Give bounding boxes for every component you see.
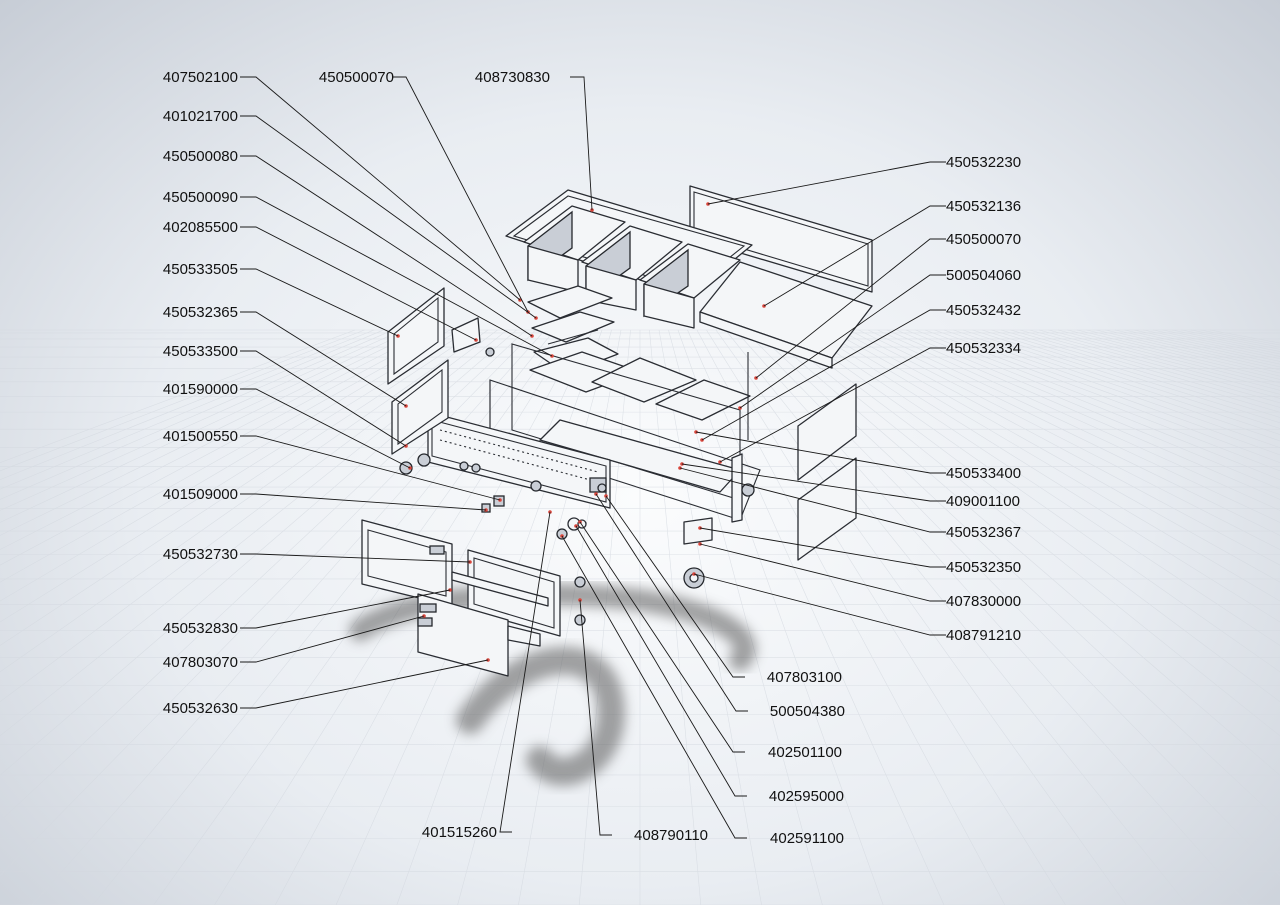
callout-label-right-5: 450532334 — [946, 340, 1021, 357]
callout-label-bottom-5: 408790110 — [634, 827, 708, 844]
leader-left-8 — [240, 388, 411, 469]
leader-right-11 — [693, 573, 946, 636]
leader-right-10 — [699, 543, 946, 602]
heater-plate-1 — [527, 285, 613, 319]
leader-left-14 — [240, 659, 489, 709]
leader-bottom-0 — [605, 495, 745, 678]
leader-top-1 — [570, 76, 593, 211]
leader-right-2 — [755, 238, 946, 379]
leader-left-12 — [240, 589, 451, 629]
leader-left-0 — [240, 76, 521, 301]
leader-bottom-3 — [575, 525, 747, 797]
callout-label-left-13: 407803070 — [163, 654, 238, 671]
tray-mid — [591, 357, 697, 403]
leader-left-10 — [240, 493, 487, 511]
callout-label-right-6: 450533400 — [946, 465, 1021, 482]
side-skirt — [699, 311, 833, 369]
door-lower — [417, 593, 509, 677]
leader-bottom-6 — [499, 511, 551, 833]
leader-bottom-5 — [579, 599, 612, 836]
leader-left-4 — [240, 226, 477, 341]
leader-right-8 — [679, 467, 946, 533]
callout-label-right-8: 450532367 — [946, 524, 1021, 541]
leader-bottom-4 — [561, 535, 747, 839]
callout-label-right-0: 450532230 — [946, 154, 1021, 171]
left-side-panel-top — [387, 287, 445, 385]
floor-grid — [0, 329, 1280, 905]
callout-label-right-11: 408791210 — [946, 627, 1021, 644]
heater-plate-2 — [531, 311, 615, 343]
callout-label-left-0: 407502100 — [163, 69, 238, 86]
callout-label-right-7: 409001100 — [946, 493, 1020, 510]
leader-left-9 — [240, 435, 501, 501]
callout-labels: 407502100 401021700 450500080 450500090 4020… — [163, 69, 1021, 847]
callout-label-top-0: 450500070 — [319, 69, 394, 86]
callout-label-bottom-1: 500504380 — [770, 703, 845, 720]
tray-right — [655, 379, 751, 421]
leader-left-7 — [240, 350, 407, 447]
leader-right-3 — [739, 274, 946, 409]
leader-right-7 — [681, 463, 946, 502]
right-side-panel-bottom — [797, 457, 857, 561]
leader-left-3 — [240, 196, 553, 357]
callout-label-left-5: 450533505 — [163, 261, 238, 278]
callout-label-left-2: 450500080 — [163, 148, 238, 165]
back-panel — [689, 185, 873, 293]
leader-right-1 — [763, 205, 946, 307]
right-side-panel-top — [797, 383, 857, 481]
leader-left-2 — [240, 155, 533, 337]
callout-label-right-9: 450532350 — [946, 559, 1021, 576]
leader-top-0 — [392, 76, 529, 313]
callout-label-left-9: 401500550 — [163, 428, 238, 445]
callout-label-bottom-4: 402591100 — [770, 830, 844, 847]
callout-label-bottom-2: 402501100 — [768, 744, 842, 761]
callout-label-left-11: 450532730 — [163, 546, 238, 563]
leader-right-9 — [699, 527, 946, 568]
callout-label-top-1: 408730830 — [475, 69, 550, 86]
leader-left-6 — [240, 311, 407, 407]
leader-right-6 — [695, 431, 946, 474]
right-leg — [731, 453, 743, 523]
leader-left-5 — [240, 268, 399, 337]
callout-label-right-2: 450500070 — [946, 231, 1021, 248]
callout-label-right-4: 450532432 — [946, 302, 1021, 319]
foot-block — [683, 517, 713, 545]
leader-left-1 — [240, 115, 537, 319]
leader-right-5 — [719, 347, 946, 463]
callout-label-bottom-0: 407803100 — [767, 669, 842, 686]
callout-label-right-3: 500504060 — [946, 267, 1021, 284]
callout-label-left-10: 401509000 — [163, 486, 238, 503]
leader-right-0 — [707, 161, 946, 205]
callout-label-left-14: 450532630 — [163, 700, 238, 717]
callout-label-left-4: 402085500 — [163, 219, 238, 236]
callout-label-right-1: 450532136 — [946, 198, 1021, 215]
assembly-drawing — [361, 185, 873, 677]
callout-label-left-8: 401590000 — [163, 381, 238, 398]
door-upper — [361, 519, 453, 607]
front-panel — [427, 411, 611, 509]
callout-label-left-7: 450533500 — [163, 343, 238, 360]
callout-label-right-10: 407830000 — [946, 593, 1021, 610]
leader-right-4 — [701, 309, 946, 441]
leader-bottom-2 — [579, 521, 745, 753]
leader-left-13 — [240, 615, 425, 663]
leader-lines — [240, 76, 946, 839]
callout-label-bottom-6: 401515260 — [422, 824, 497, 841]
leader-bottom-1 — [595, 493, 748, 712]
callout-label-left-3: 450500090 — [163, 189, 238, 206]
callout-label-left-12: 450532830 — [163, 620, 238, 637]
leader-left-11 — [240, 553, 471, 563]
callout-label-left-1: 401021700 — [163, 108, 238, 125]
callout-label-left-6: 450532365 — [163, 304, 238, 321]
callout-label-bottom-3: 402595000 — [769, 788, 844, 805]
